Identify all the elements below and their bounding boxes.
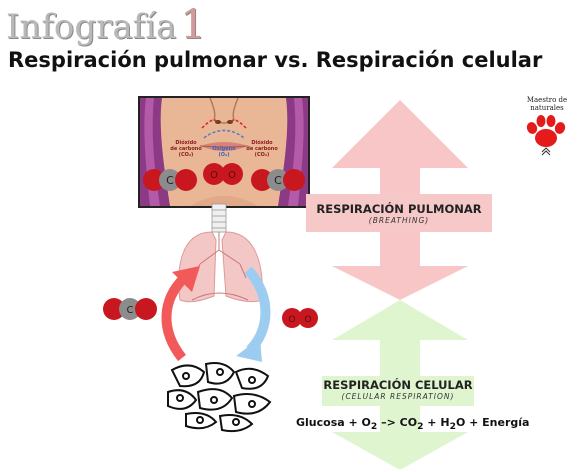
co2-molecule-left: C — [143, 169, 197, 191]
infografia-number: 1 — [180, 2, 206, 48]
eq-sub2: 2 — [417, 421, 424, 433]
paw-logo-icon — [526, 115, 566, 156]
trachea — [211, 203, 227, 233]
red-cycle-arrow — [161, 274, 188, 362]
co2-molecule-body: C — [103, 298, 157, 320]
face-right-label-1: Dióxido — [251, 139, 273, 146]
face-right-label-2: de carbono — [246, 146, 278, 152]
face-right-label-3: (CO₂) — [255, 152, 270, 158]
face-illustration: C O O C Dióxido de carbono (CO₂) Oxígeno… — [140, 98, 308, 206]
face-panel: C O O C Dióxido de carbono (CO₂) Oxígeno… — [138, 96, 310, 208]
eq-arrow: –> CO — [377, 416, 418, 429]
eq-sub1: 2 — [370, 421, 378, 433]
pulmonar-subtitle: (BREATHING) — [368, 216, 430, 225]
face-center-label-1: Oxígeno — [212, 145, 236, 152]
eq-part4: O + Energía — [455, 416, 530, 429]
face-left-label-1: Dióxido — [175, 139, 197, 146]
co2-left-c: C — [166, 174, 174, 187]
celular-subtitle: (CELULAR RESPIRATION) — [341, 392, 455, 401]
red-arrow-head — [172, 266, 200, 292]
svg-text:O: O — [304, 315, 311, 325]
infografia-word: Infografía — [6, 7, 177, 47]
eq-part1: Glucosa + O — [296, 416, 371, 429]
celular-title: RESPIRACIÓN CELULAR — [323, 378, 473, 392]
celular-label-box — [322, 376, 474, 406]
co2-molecule-right: C — [251, 169, 305, 191]
svg-text:O: O — [288, 315, 295, 325]
page-title: Respiración pulmonar vs. Respiración cel… — [8, 48, 543, 72]
blue-arrow-head — [236, 338, 262, 362]
o2-molecule-face: O O — [203, 163, 243, 185]
co2-body-c: C — [127, 305, 134, 316]
eq-part3: + H — [423, 416, 450, 429]
respiration-equation: Glucosa + O2 –> CO2 + H2O + Energía — [296, 416, 546, 432]
svg-text:O: O — [228, 170, 236, 181]
pulmonar-label-box — [306, 194, 492, 232]
o2-molecule-body: O O — [282, 308, 318, 328]
eq-sub3: 2 — [449, 421, 456, 433]
svg-text:C: C — [274, 174, 282, 187]
pulmonar-title: RESPIRACIÓN PULMONAR — [316, 202, 482, 216]
face-left-label-3: (CO₂) — [179, 152, 194, 158]
svg-text:O: O — [210, 170, 218, 181]
face-left-label-2: de carbono — [170, 146, 202, 152]
cells-cluster — [167, 362, 272, 433]
face-center-label-2: (O₂) — [218, 152, 229, 158]
logo-text: Maestro de naturales — [526, 96, 568, 112]
